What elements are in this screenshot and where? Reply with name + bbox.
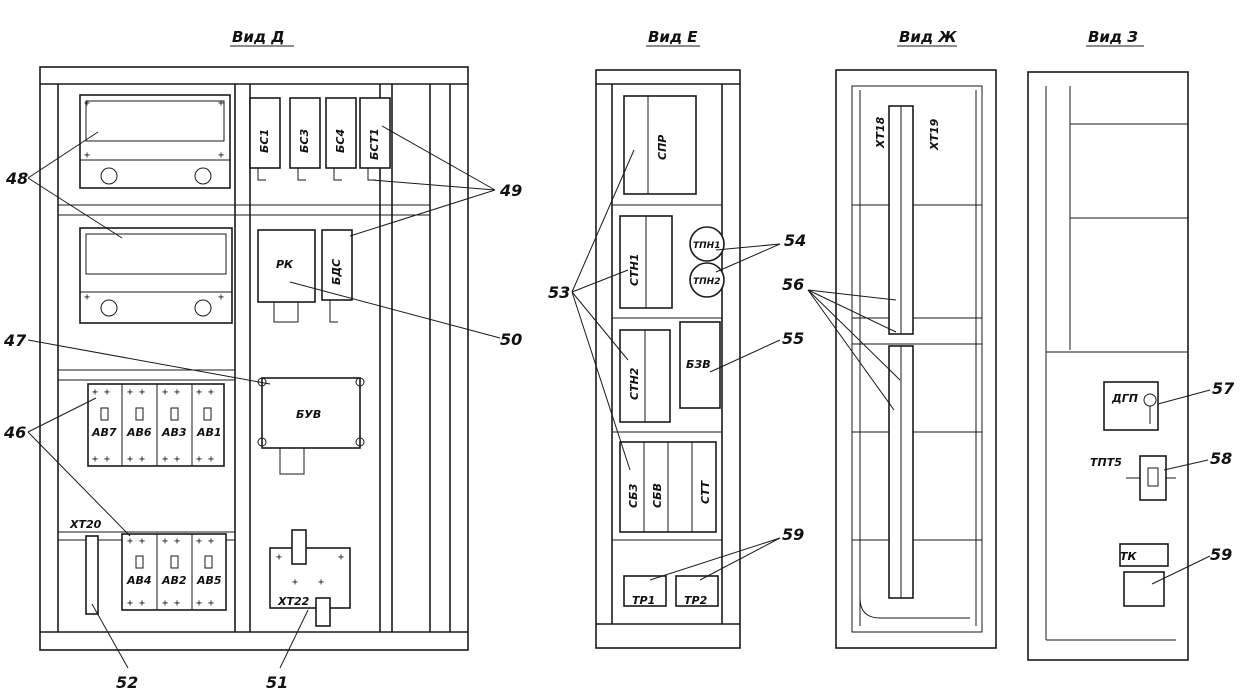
view-e-units [619, 95, 725, 607]
callout-54: 54 [784, 231, 806, 250]
svg-text:+: + [84, 292, 90, 303]
svg-text:+ +: + + [196, 598, 214, 609]
label-tr1: ТР1 [632, 594, 655, 607]
svg-text:+ +: + + [196, 536, 214, 547]
label-av2: АВ2 [161, 574, 187, 587]
view-zh-cabinet [835, 69, 997, 649]
view-zh-title: Вид Ж [899, 28, 957, 46]
callout-55: 55 [782, 329, 804, 348]
callout-48: 48 [5, 169, 28, 188]
svg-text:+: + [84, 150, 90, 161]
av-group-upper: + + + + + + + + + + + + + + + + [87, 383, 225, 467]
view-z-cabinet [1027, 71, 1189, 661]
label-av6: АВ6 [126, 426, 152, 439]
label-stn2: СТН2 [628, 367, 641, 400]
callout-57: 57 [1212, 379, 1235, 398]
callout-51: 51 [266, 673, 288, 692]
view-e-title: Вид Е [648, 28, 698, 46]
view-d-cabinet [39, 66, 469, 651]
label-bs3: БС3 [298, 129, 311, 153]
label-bs1: БС1 [258, 129, 271, 153]
label-bds: БДС [330, 259, 343, 285]
av-group-lower: + + + + + + + + + + + + [121, 533, 227, 611]
svg-text:+ +: + + [92, 387, 110, 398]
svg-text:+: + [292, 577, 298, 588]
label-xt22: ХТ22 [277, 595, 310, 608]
svg-text:+ +: + + [127, 454, 145, 465]
svg-text:+: + [218, 98, 224, 109]
label-xt20: ХТ20 [69, 518, 102, 531]
callout-59b: 59 [1210, 545, 1232, 564]
svg-text:+: + [218, 150, 224, 161]
callout-59a: 59 [782, 525, 804, 544]
label-bs4: БС4 [334, 129, 347, 153]
label-xt18: ХТ18 [874, 116, 887, 149]
xt20-strip [85, 535, 99, 615]
label-tpn2: ТПН2 [693, 277, 720, 287]
svg-text:+ +: + + [127, 598, 145, 609]
label-av1: АВ1 [196, 426, 222, 439]
callout-47: 47 [3, 331, 27, 350]
label-xt19: ХТ19 [928, 118, 941, 151]
label-av7: АВ7 [91, 426, 117, 439]
label-av5: АВ5 [196, 574, 222, 587]
label-buv: БУВ [296, 408, 321, 421]
callout-53: 53 [548, 283, 570, 302]
leaders-view-zh [807, 289, 901, 411]
callout-46: 46 [3, 423, 26, 442]
callout-50: 50 [500, 330, 522, 349]
svg-text:+ +: + + [162, 598, 180, 609]
relay-block-upper: + + + + [79, 94, 231, 189]
label-dgp: ДГП [1111, 392, 1138, 405]
view-d-title: Вид Д [232, 28, 285, 46]
svg-text:+: + [218, 292, 224, 303]
svg-text:+ +: + + [92, 454, 110, 465]
bs-blocks [249, 97, 391, 181]
svg-text:+ +: + + [196, 454, 214, 465]
svg-text:+ +: + + [162, 387, 180, 398]
xt22-block: + + + + [269, 529, 351, 627]
label-rk: РК [276, 258, 294, 271]
label-av4: АВ4 [126, 574, 152, 587]
label-tpn1: ТПН1 [693, 241, 720, 251]
callout-56: 56 [782, 275, 804, 294]
svg-text:+ +: + + [127, 387, 145, 398]
label-spr: СПР [656, 135, 669, 160]
view-z-title: Вид З [1088, 28, 1138, 46]
svg-text:+ +: + + [162, 536, 180, 547]
buv-block [257, 377, 365, 475]
callout-58: 58 [1210, 449, 1232, 468]
svg-text:+ +: + + [196, 387, 214, 398]
svg-text:+: + [318, 577, 324, 588]
relay-block-lower: + + [79, 227, 233, 324]
callout-52: 52 [116, 673, 138, 692]
svg-text:+: + [276, 552, 282, 563]
label-tpt5: ТПТ5 [1090, 456, 1122, 469]
label-bzv: БЗВ [686, 358, 711, 371]
label-sbv: СБВ [651, 483, 664, 508]
label-bst1: БСТ1 [368, 128, 381, 160]
leaders-view-d [27, 125, 501, 669]
leaders-view-e [571, 149, 781, 581]
label-stt: СТТ [699, 479, 712, 504]
rk-bds-blocks [257, 229, 353, 323]
label-tr2: ТР2 [684, 594, 708, 607]
label-tk: ТК [1120, 550, 1138, 563]
svg-text:+ +: + + [162, 454, 180, 465]
svg-text:+: + [338, 552, 344, 563]
label-stn1: СТН1 [628, 254, 641, 286]
svg-text:+: + [84, 98, 90, 109]
callout-49: 49 [499, 181, 522, 200]
svg-text:+ +: + + [127, 536, 145, 547]
leaders-view-z [1151, 389, 1211, 585]
label-sbz: СБЗ [627, 484, 640, 508]
label-av3: АВ3 [161, 426, 187, 439]
view-e-cabinet [595, 69, 741, 649]
